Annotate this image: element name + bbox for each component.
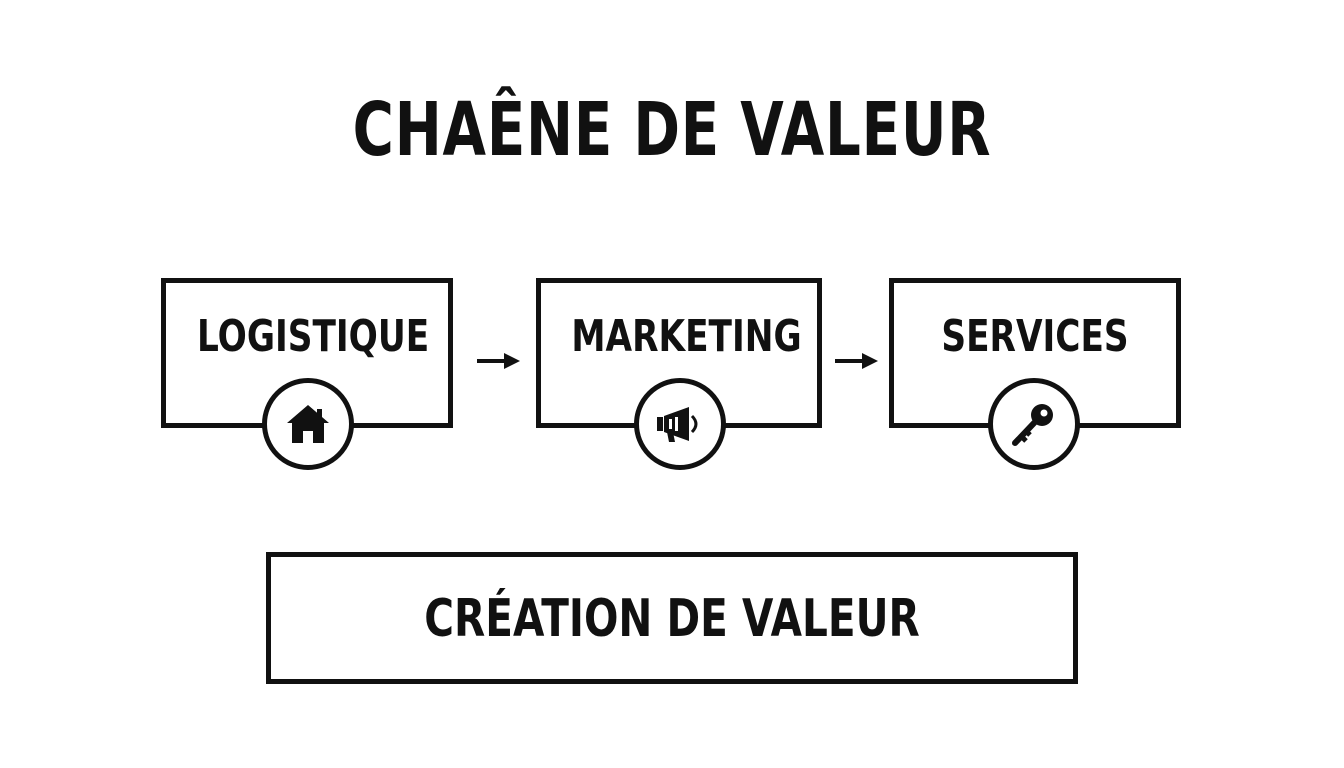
- stage-badge-services: [988, 378, 1080, 470]
- stage-badge-marketing: [634, 378, 726, 470]
- flow-arrow-2: [835, 353, 878, 369]
- value-creation-box: CRÉATION DE VALEUR: [266, 552, 1078, 684]
- house-icon: [287, 405, 329, 443]
- stage-label: MARKETING: [571, 311, 802, 362]
- diagram-title: CHAÊNE DE VALEUR: [352, 87, 992, 173]
- megaphone-icon: [657, 407, 698, 442]
- stage-badge-logistique: [262, 378, 354, 470]
- stage-label: SERVICES: [941, 311, 1129, 362]
- stage-label: LOGISTIQUE: [197, 311, 430, 362]
- key-icon: [1012, 404, 1053, 446]
- value-creation-label: CRÉATION DE VALEUR: [424, 589, 920, 649]
- flow-arrow-1: [477, 353, 520, 369]
